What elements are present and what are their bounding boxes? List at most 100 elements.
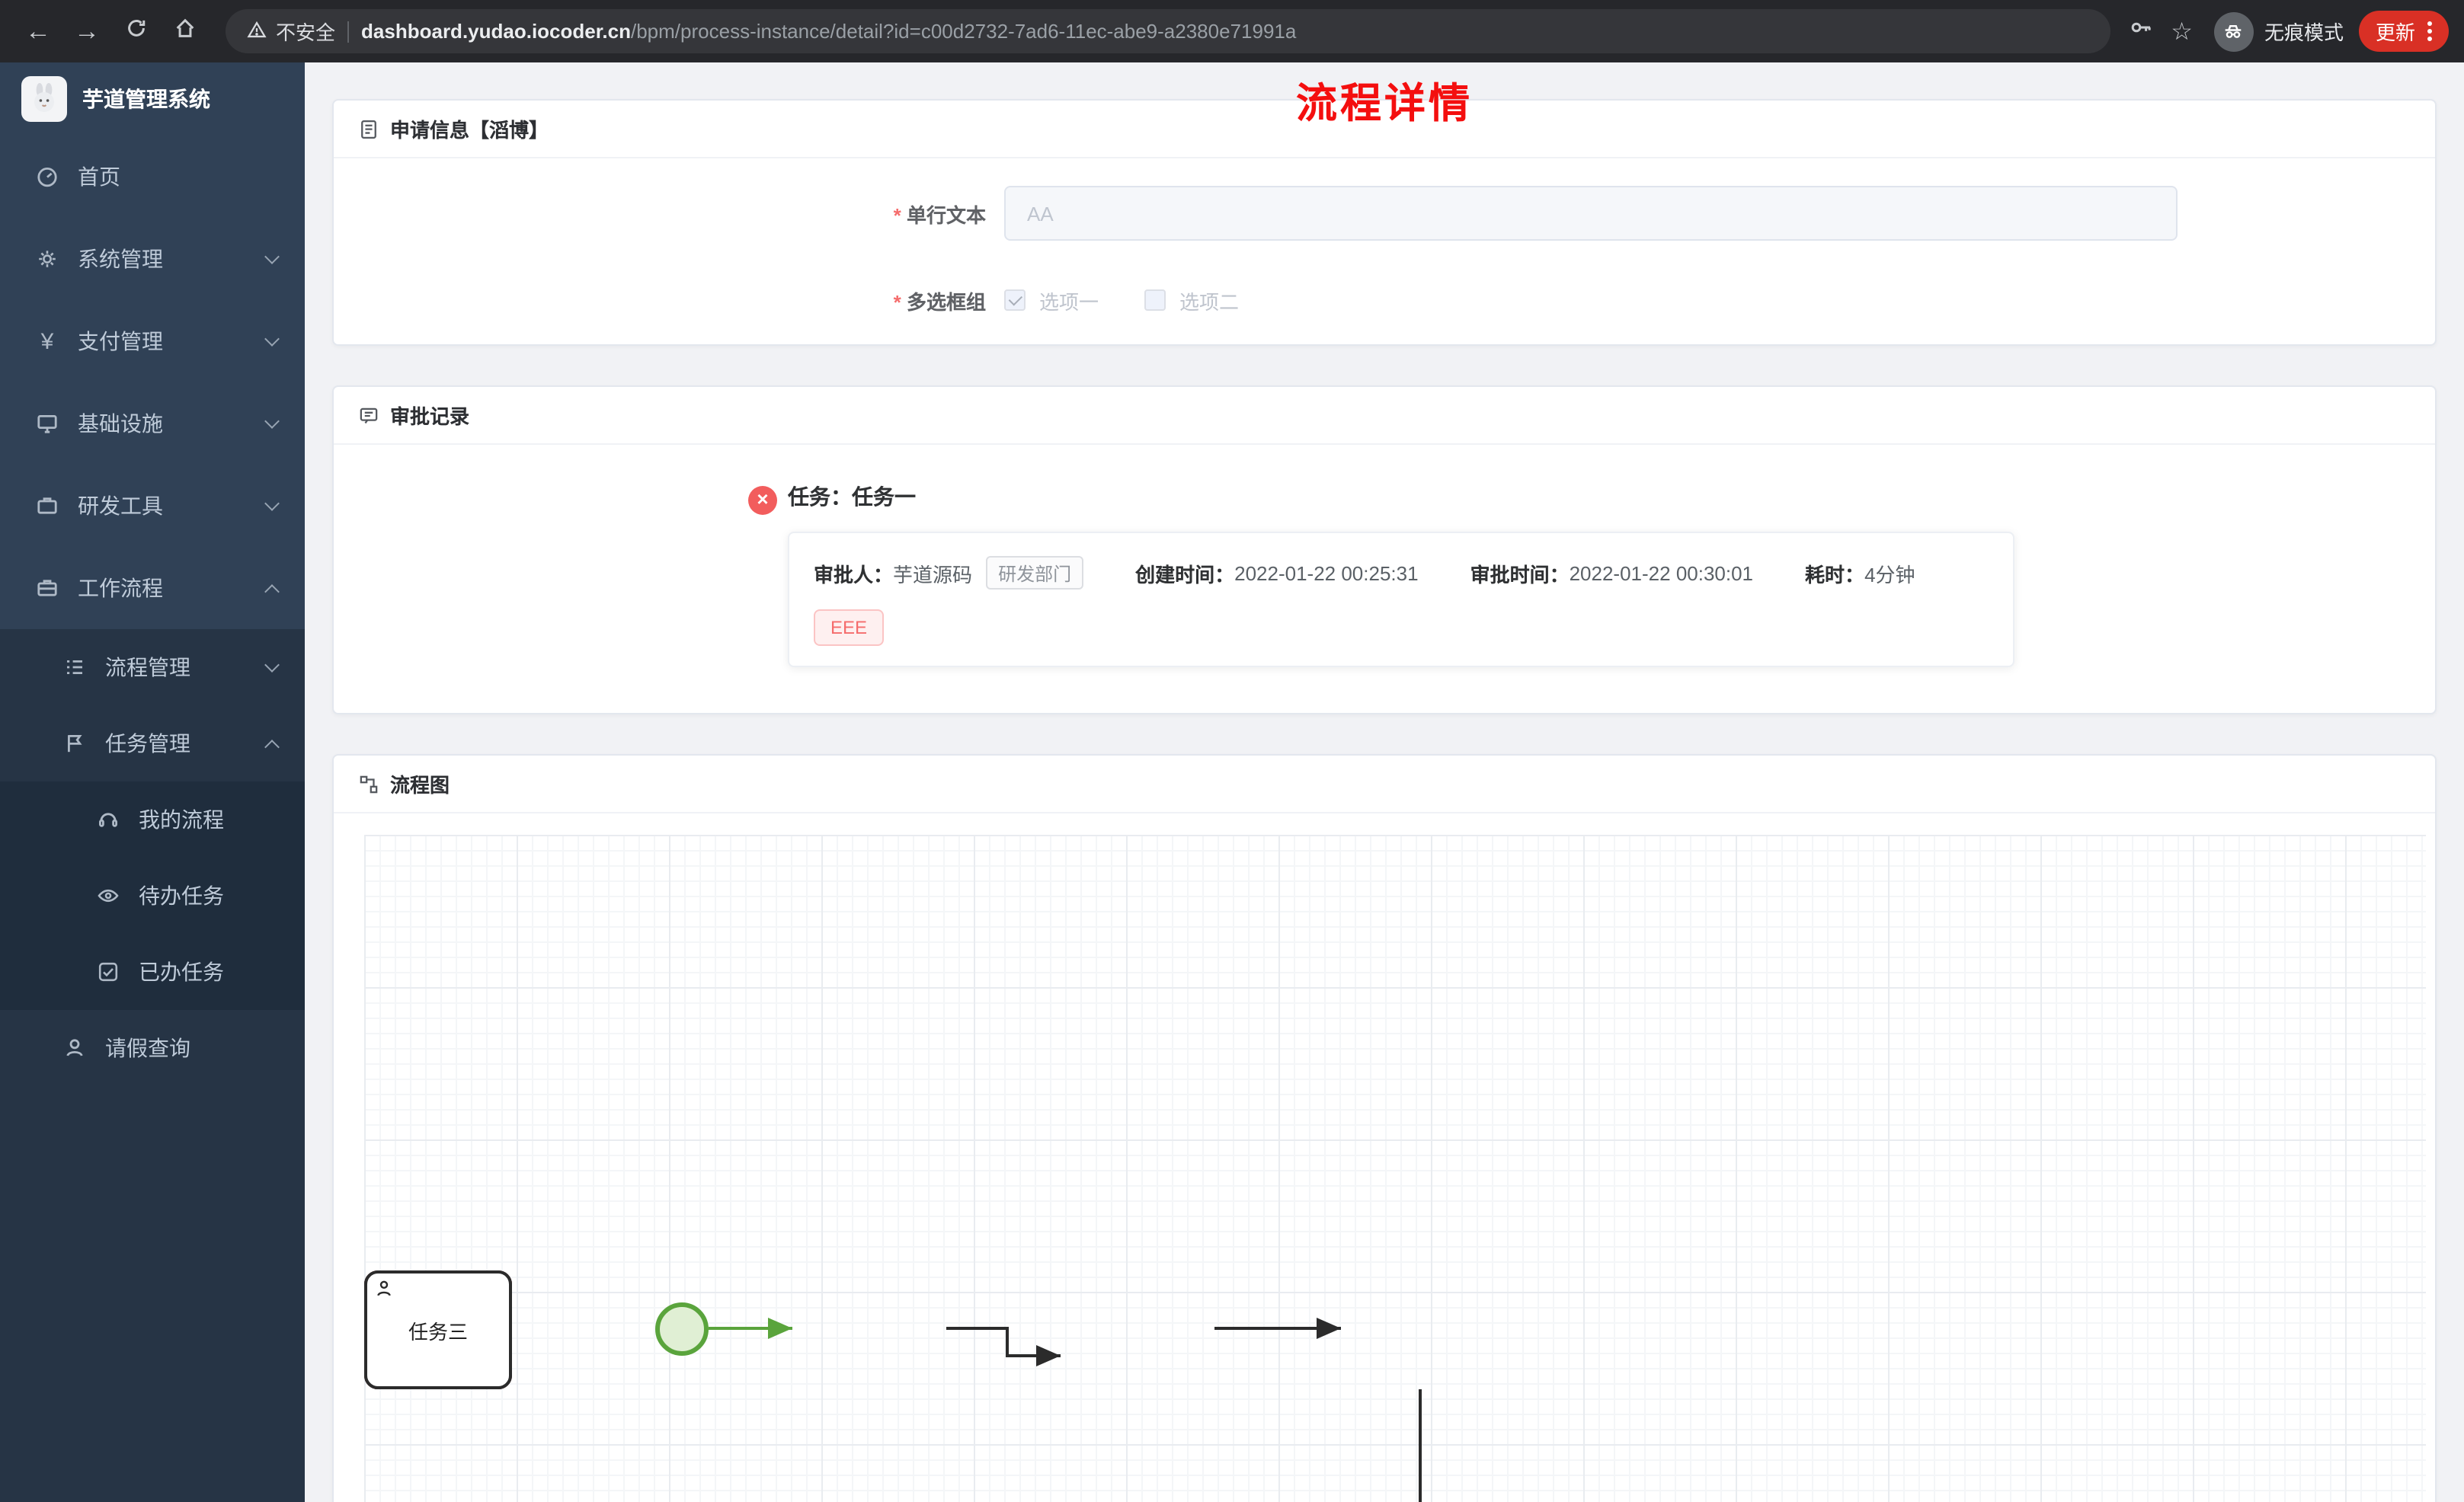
diagram-icon [358, 773, 379, 794]
sidebar-item-infrastructure[interactable]: 基础设施 [0, 382, 305, 465]
sidebar-item-label: 支付管理 [78, 329, 163, 353]
create-time-label: 创建时间： [1135, 563, 1235, 586]
sidebar-item-process-mgmt[interactable]: 流程管理 [0, 629, 305, 705]
start-event-node[interactable] [655, 1302, 709, 1356]
home-icon [173, 16, 196, 46]
checkbox-label: 选项一 [1039, 290, 1099, 313]
approve-time-value: 2022-01-22 00:30:01 [1569, 561, 1754, 584]
approve-time-group: 审批时间： 2022-01-22 00:30:01 [1470, 558, 1753, 587]
bookmark-star-icon[interactable]: ☆ [2171, 19, 2193, 45]
chevron-down-icon [264, 331, 280, 346]
sidebar-item-workflow[interactable]: 工作流程 [0, 547, 305, 629]
create-time-group: 创建时间： 2022-01-22 00:25:31 [1135, 558, 1418, 587]
apply-info-card: 申请信息【滔博】 单行文本 多选框组 选项一 [332, 99, 2437, 346]
omnibox-divider [347, 21, 350, 42]
bpmn-canvas[interactable]: 任务一 任务二 任务三 [364, 835, 2426, 1502]
eye-icon [94, 884, 122, 908]
user-icon [61, 1036, 88, 1060]
sidebar-item-leave-query[interactable]: 请假查询 [0, 1010, 305, 1086]
approval-card-header: 审批记录 [334, 387, 2435, 445]
home-button[interactable] [162, 8, 207, 54]
chevron-down-icon [264, 657, 280, 672]
form-row-text: 单行文本 [334, 186, 2435, 241]
refresh-button[interactable] [113, 8, 158, 54]
security-chip[interactable]: 不安全 [247, 17, 335, 46]
sidebar-item-label: 任务管理 [105, 731, 190, 756]
back-icon: ← [25, 16, 51, 45]
field-label: 多选框组 [334, 286, 1004, 315]
sidebar-item-label: 研发工具 [78, 494, 163, 518]
update-menu-button[interactable]: 更新 [2358, 11, 2449, 52]
diagram-card-title: 流程图 [390, 774, 450, 797]
chevron-down-icon [264, 495, 280, 510]
security-label: 不安全 [276, 21, 336, 44]
flow-task1-to-task2 [946, 1327, 1061, 1366]
sidebar-item-home[interactable]: 首页 [0, 136, 305, 218]
sidebar-item-label: 工作流程 [78, 576, 163, 600]
approval-comment-tag: EEE [814, 609, 885, 646]
duration-group: 耗时： 4分钟 [1805, 558, 1915, 587]
approval-meta-row: 审批人： 芋道源码 研发部门 创建时间： 2022-01-22 00:25:31… [814, 556, 1989, 590]
approval-card-title: 审批记录 [390, 405, 470, 428]
approval-record-card: 审批记录 × 任务：任务一 审批人： 芋道源码 研发部门 [332, 385, 2437, 714]
headset-icon [94, 807, 122, 832]
gear-icon [34, 247, 61, 271]
sidebar-item-label: 首页 [78, 165, 120, 189]
duration-label: 耗时： [1805, 563, 1865, 586]
document-icon [358, 118, 379, 139]
apply-card-header: 申请信息【滔博】 [334, 101, 2435, 158]
app-logo-icon [21, 76, 67, 122]
duration-value: 4分钟 [1864, 563, 1915, 586]
approval-detail-panel: 审批人： 芋道源码 研发部门 创建时间： 2022-01-22 00:25:31… [788, 532, 2014, 667]
checkbox-label: 选项二 [1179, 290, 1240, 313]
url-domain: dashboard.yudao.iocoder.cn [361, 20, 631, 43]
sidebar-item-task-mgmt[interactable]: 任务管理 [0, 705, 305, 781]
key-icon[interactable] [2128, 15, 2152, 47]
apply-form: 单行文本 多选框组 选项一 选项二 [334, 158, 2435, 344]
checkbox-option-1[interactable]: 选项一 [1004, 286, 1099, 315]
task-node-3[interactable]: 任务三 [364, 1270, 512, 1389]
approval-timeline: × 任务：任务一 审批人： 芋道源码 研发部门 创建时间： 2022-01-22 [334, 445, 2435, 713]
diagram-card-header: 流程图 [334, 756, 2435, 813]
records-icon [358, 404, 379, 426]
sidebar-item-label: 我的流程 [139, 807, 224, 832]
back-button[interactable]: ← [15, 8, 61, 54]
menu-dots-icon [2427, 21, 2432, 41]
sidebar-item-done-tasks[interactable]: 已办任务 [0, 934, 305, 1010]
single-line-text-input[interactable] [1004, 186, 2178, 241]
flow-connectors [709, 1318, 1422, 1502]
forward-button[interactable]: → [64, 8, 110, 54]
refresh-icon [124, 16, 147, 46]
assignee-group: 审批人： 芋道源码 研发部门 [814, 556, 1084, 590]
sidebar-item-label: 系统管理 [78, 247, 163, 271]
toolbar-right-icons: ☆ [2128, 15, 2193, 47]
toolbox-icon [34, 494, 61, 518]
forward-icon: → [74, 16, 100, 45]
chevron-up-icon [264, 583, 280, 599]
incognito-label: 无痕模式 [2264, 21, 2344, 44]
assignee-label: 审批人： [814, 563, 894, 586]
sidebar-item-label: 基础设施 [78, 411, 163, 436]
monitor-icon [34, 411, 61, 436]
sidebar-item-dev-tools[interactable]: 研发工具 [0, 465, 305, 547]
sidebar-item-todo-tasks[interactable]: 待办任务 [0, 858, 305, 934]
apply-card-title: 申请信息【滔博】 [390, 119, 549, 142]
address-bar[interactable]: 不安全 dashboard.yudao.iocoder.cn/bpm/proce… [226, 9, 2110, 53]
incognito-icon [2213, 11, 2254, 51]
checkbox-checked-icon [1004, 289, 1026, 311]
sidebar-item-my-process[interactable]: 我的流程 [0, 781, 305, 858]
update-label: 更新 [2375, 21, 2415, 44]
sidebar-item-system-mgmt[interactable]: 系统管理 [0, 218, 305, 300]
list-tree-icon [61, 655, 88, 679]
sidebar-item-label: 流程管理 [105, 655, 190, 679]
sidebar: 芋道管理系统 首页 系统管理 ¥ 支付管理 基础设施 [0, 62, 305, 1502]
sidebar-item-payment-mgmt[interactable]: ¥ 支付管理 [0, 300, 305, 382]
field-label: 单行文本 [334, 199, 1004, 228]
incognito-indicator[interactable]: 无痕模式 [2213, 11, 2344, 51]
process-diagram-card: 流程图 任 [332, 754, 2437, 1502]
chevron-down-icon [264, 248, 280, 264]
browser-toolbar: ← → 不安全 dashboard.yudao.iocoder.cn/bpm/p… [0, 0, 2464, 62]
checkbox-group: 选项一 选项二 [1004, 277, 1239, 323]
checkbox-option-2[interactable]: 选项二 [1144, 286, 1239, 315]
